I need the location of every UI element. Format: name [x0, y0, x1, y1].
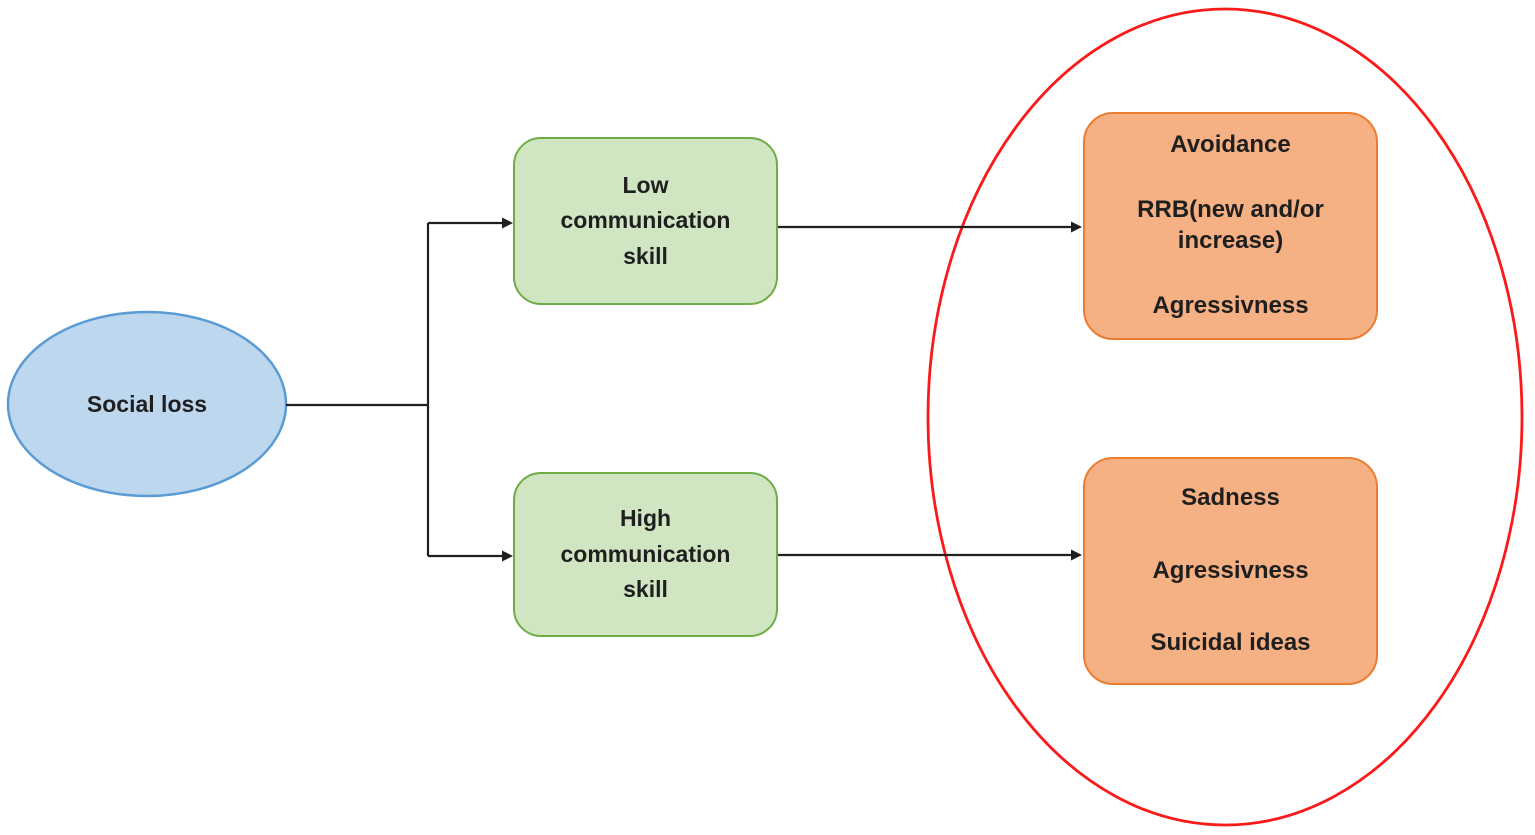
node-line: High — [619, 505, 672, 532]
outcome-line: Suicidal ideas — [1150, 629, 1311, 657]
node-low-communication-skill: Low communication skill — [513, 137, 778, 305]
outcome-line: Agressivness — [1152, 556, 1309, 584]
node-low-skill-outcomes: Avoidance RRB(new and/or increase) Agres… — [1083, 112, 1378, 340]
arrowhead-high-to-outcomes — [1071, 549, 1082, 561]
node-social-loss-label: Social loss — [86, 391, 208, 417]
node-line: skill — [623, 576, 668, 603]
outcome-line: Agressivness — [1152, 292, 1309, 320]
node-line: Low — [622, 171, 669, 198]
outcome-line: Sadness — [1181, 484, 1280, 511]
outcome-line: Avoidance — [1170, 131, 1291, 158]
arrowhead-low-to-outcomes — [1071, 221, 1082, 233]
node-high-skill-outcomes: Sadness Agressivness Suicidal ideas — [1083, 457, 1378, 685]
arrowhead-to-high-skill — [502, 550, 513, 562]
node-line: communication — [560, 207, 731, 234]
node-line: communication — [560, 540, 731, 567]
node-line: skill — [623, 242, 668, 269]
red-highlight-ellipse — [926, 7, 1524, 827]
arrowhead-to-low-skill — [502, 217, 513, 229]
node-high-communication-skill: High communication skill — [513, 472, 778, 637]
node-social-loss: Social loss — [8, 312, 286, 497]
outcome-line: RRB(new and/or increase) — [1137, 196, 1324, 254]
